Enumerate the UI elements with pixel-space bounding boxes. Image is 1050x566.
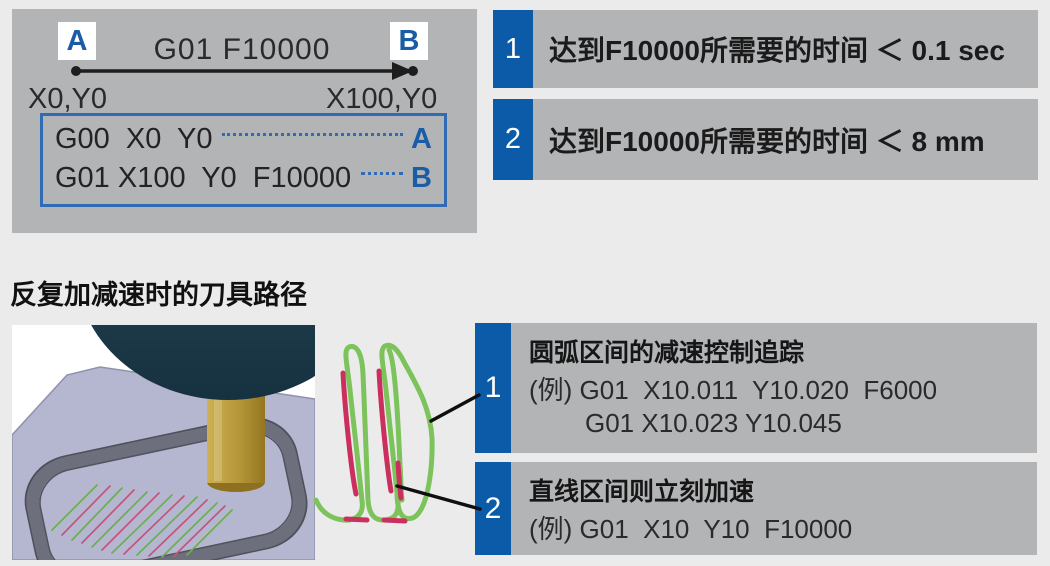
arrowhead-icon [392,62,413,80]
point-a-dot [71,66,81,76]
gcode-row-b: G01 X100 Y0 F10000 B [55,162,432,195]
point-a-marker: A [58,22,96,60]
dotted-leader [361,172,404,175]
gcode-row-a: G00 X0 Y0 A [55,123,432,156]
info-bar-1-text: 达到F10000所需要的时间 ＜ 0.1 sec [549,35,1005,66]
toolpath-red-segment-2 [376,368,394,494]
explanation-panel-1-number: 1 [475,323,511,453]
section-heading: 反复加减速时的刀具路径 [10,280,307,310]
point-b-dot [408,66,418,76]
explanation-panel-2-title: 直线区间则立刻加速 [529,478,755,506]
info-bar-2-number: 2 [493,99,533,180]
start-coordinate-label: X0,Y0 [28,83,107,115]
explanation-panel-1-content: 圆弧区间的减速控制追踪 (例) G01 X10.011 Y10.020 F600… [511,323,1037,453]
info-bar-1: 1 达到F10000所需要的时间 ＜ 0.1 sec [493,10,1038,88]
floor-toolpath-hatch [51,484,233,558]
gcode-line: G00 X0 Y0 [55,123,213,155]
toolpath-red-dash-1 [343,516,370,523]
explanation-panel-2-code-line-1: (例) G01 X10 Y10 F10000 [529,514,853,544]
linear-move-diagram-panel: A B G01 F10000 X0,Y0 X100,Y0 G00 X0 Y0 A… [12,9,477,233]
explanation-panel-1-code-line-1: (例) G01 X10.011 Y10.020 F6000 [529,375,938,405]
point-b-label: B [398,24,420,57]
gcode-line: G01 X100 Y0 F10000 [55,162,352,194]
explanation-panel-2-number: 2 [475,462,511,555]
cam-simulation-graphic [12,325,315,560]
toolpath-green-loops [313,342,435,523]
cam-simulation-image [12,325,315,560]
explanation-panel-1-code-line-2: G01 X10.023 Y10.045 [585,408,842,438]
toolpath-red-segment-3 [395,460,404,501]
gcode-ref-a: A [411,123,432,155]
point-a-label: A [66,24,88,57]
dotted-leader [222,133,404,136]
gcode-ref-b: B [411,162,432,194]
toolpath-red-segment-1 [340,370,359,497]
end-coordinate-label: X100,Y0 [326,83,438,115]
gcode-box: G00 X0 Y0 A G01 X100 Y0 F10000 B [40,113,447,207]
info-bar-1-number: 1 [493,10,533,88]
explanation-panel-1-title: 圆弧区间的减速控制追踪 [529,339,805,367]
point-b-marker: B [390,22,428,60]
toolpath-red-dash-2 [381,517,408,524]
explanation-panel-2-content: 直线区间则立刻加速 (例) G01 X10 Y10 F10000 [511,462,1037,555]
info-bar-2-text: 达到F10000所需要的时间 ＜ 8 mm [549,125,985,157]
tool-highlight [214,375,222,481]
tool-holder [91,325,315,400]
info-bar-2: 2 达到F10000所需要的时间 ＜ 8 mm [493,99,1038,180]
move-command-label: G01 F10000 [153,33,331,66]
explanation-panel-1: 1 圆弧区间的减速控制追踪 (例) G01 X10.011 Y10.020 F6… [475,323,1037,453]
explanation-panel-2: 2 直线区间则立刻加速 (例) G01 X10 Y10 F10000 [475,462,1037,555]
toolpath-loops-graphic [313,342,435,524]
